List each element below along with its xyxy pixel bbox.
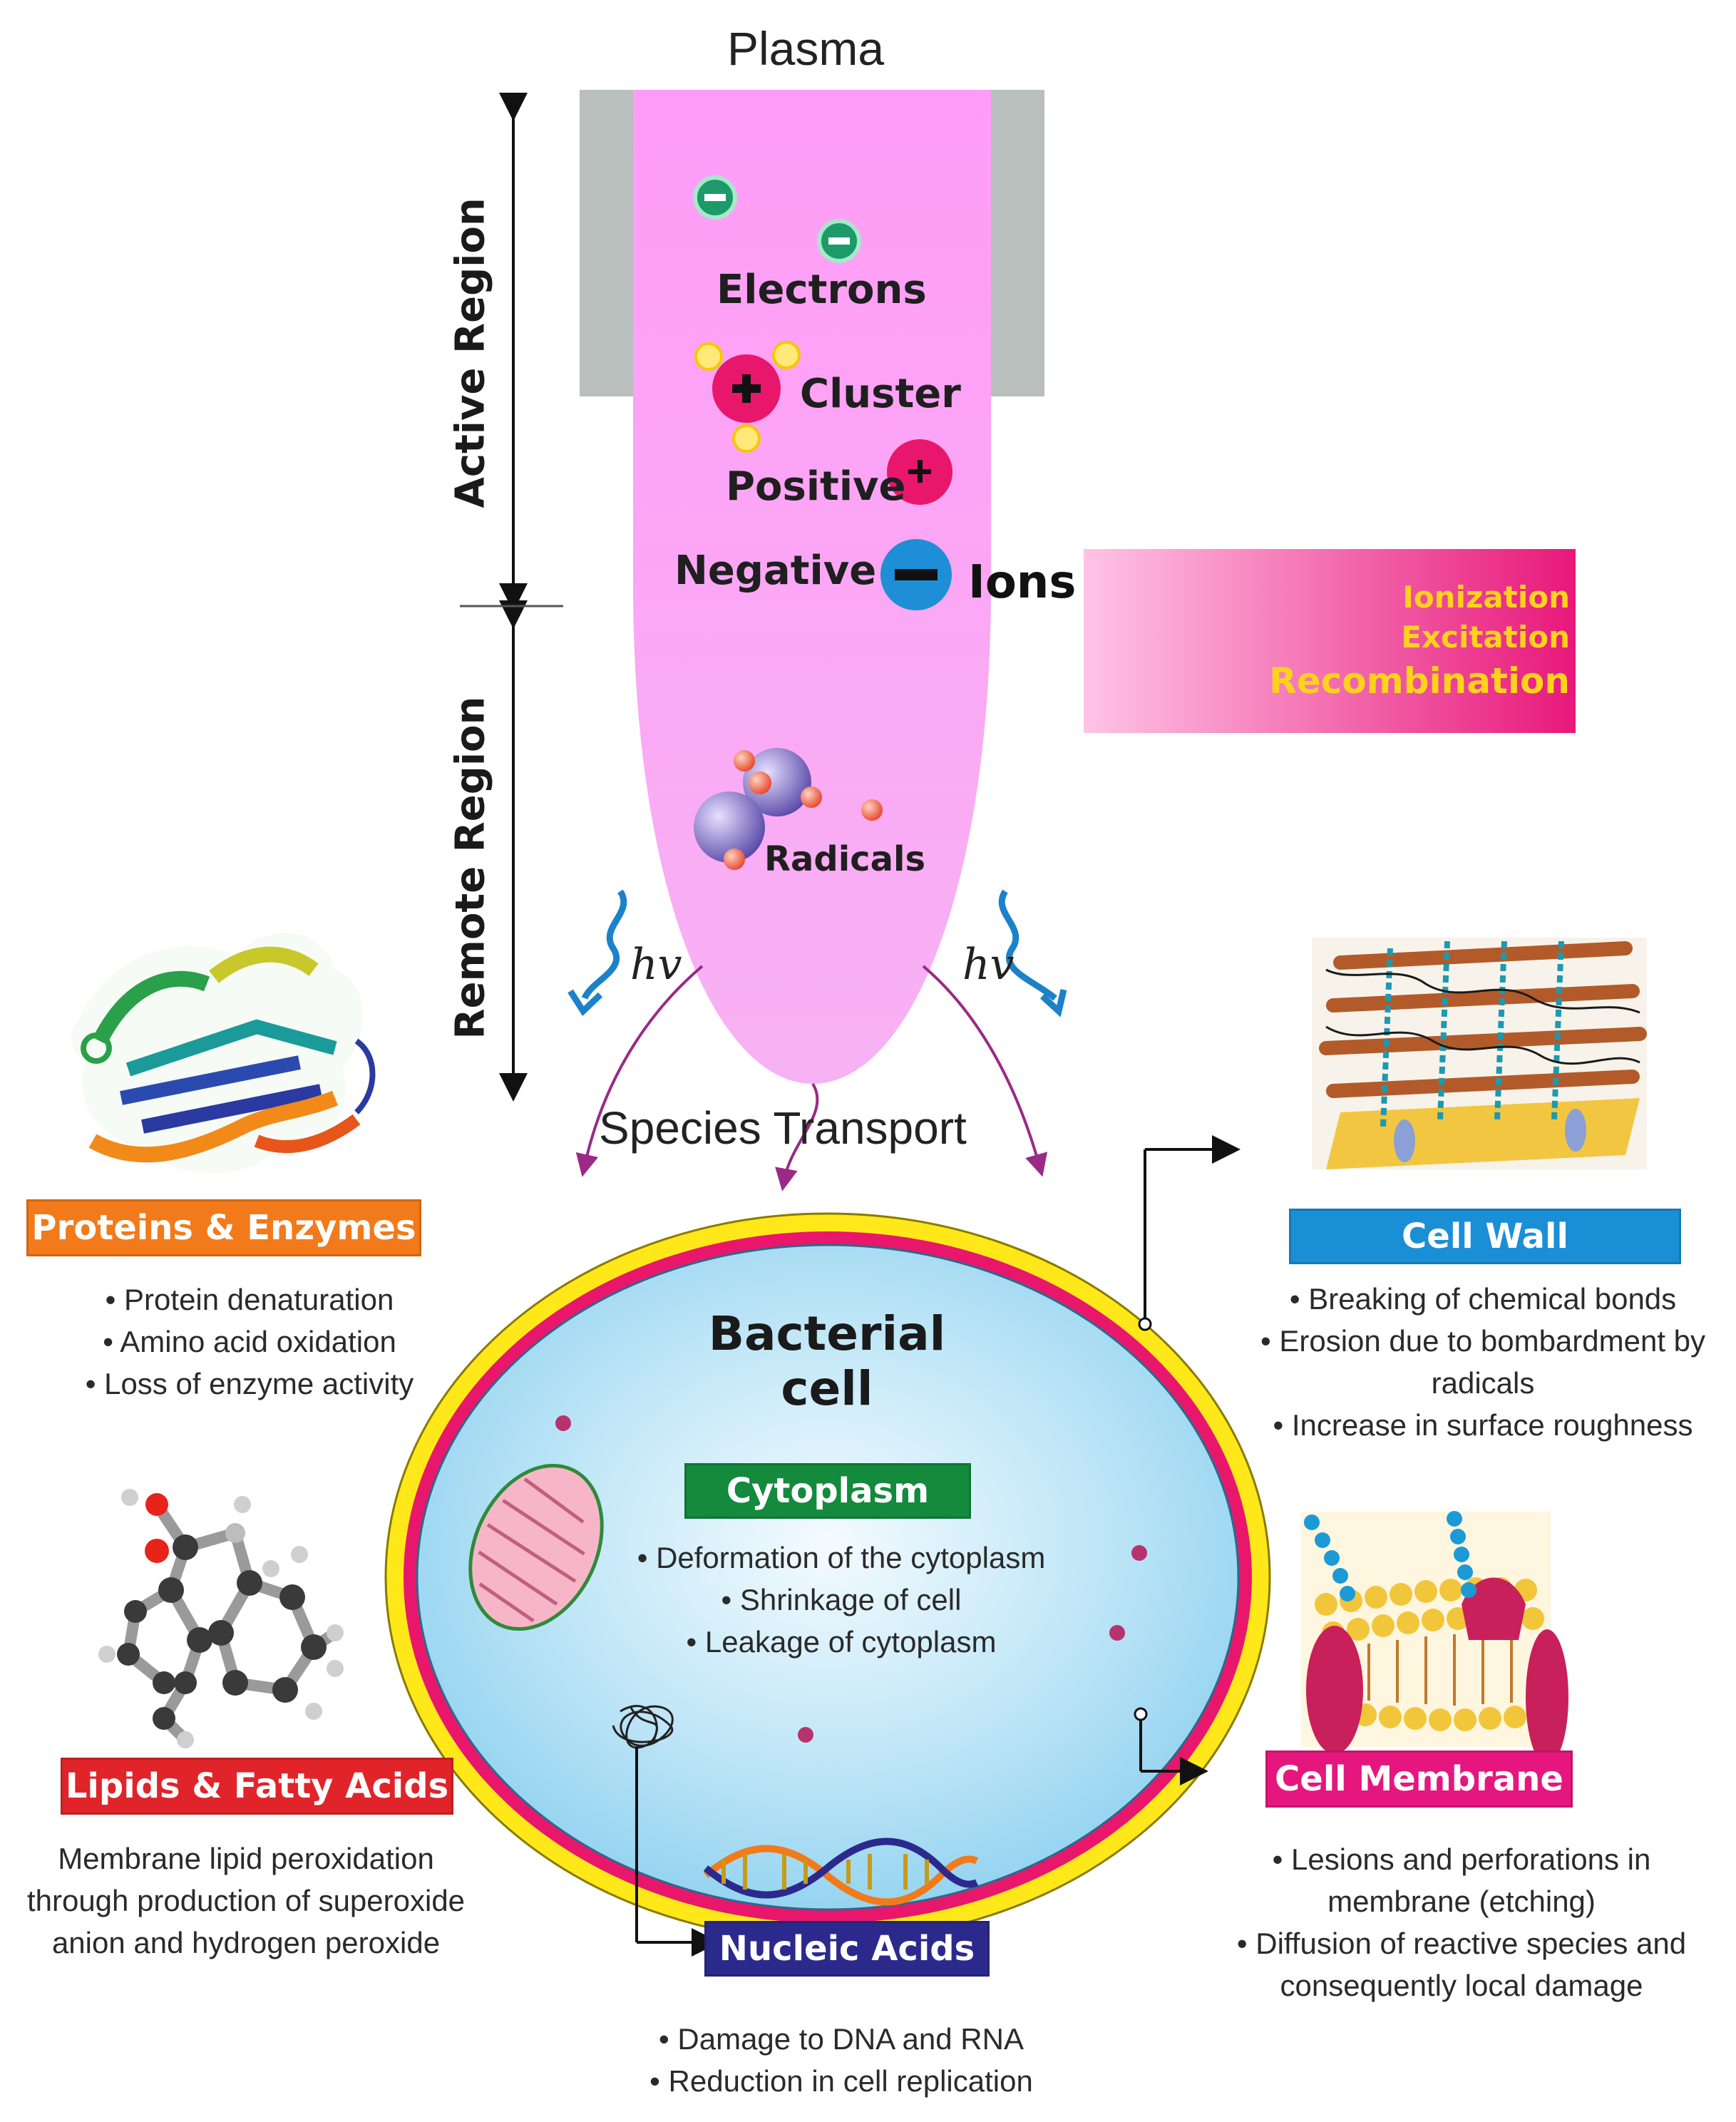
- process-box: [1084, 549, 1576, 733]
- process-ionization: Ionization: [1402, 580, 1570, 615]
- nucleic-acids-label: Nucleic Acids: [704, 1921, 990, 1977]
- protein-effect: Protein denaturation: [21, 1278, 478, 1321]
- radicals-icon: [694, 748, 883, 870]
- cell-wall-structure-icon: [1312, 938, 1647, 1169]
- cell-wall-effect: Increase in surface roughness: [1241, 1404, 1725, 1446]
- species-transport-label: Species Transport: [599, 1102, 967, 1154]
- cell-dot: [555, 1415, 571, 1431]
- hv-right-label: hv: [962, 940, 1015, 990]
- cell-dot: [798, 1727, 813, 1743]
- cytoplasm-effects: Deformation of the cytoplasm Shrinkage o…: [592, 1537, 1091, 1663]
- hv-left-label: hv: [630, 940, 682, 990]
- process-recombination: Recombination: [1269, 660, 1570, 702]
- process-excitation: Excitation: [1401, 620, 1570, 655]
- cytoplasm-effect: Shrinkage of cell: [592, 1579, 1091, 1621]
- cell-wall-effects: Breaking of chemical bonds Erosion due t…: [1241, 1278, 1725, 1446]
- lipids-line: through production of superoxide: [26, 1884, 466, 1917]
- dna-tangle-icon: [612, 1705, 674, 1749]
- cytoplasm-label: Cytoplasm: [684, 1463, 971, 1519]
- cell-membrane-effect: Diffusion of reactive species and conseq…: [1205, 1922, 1718, 2006]
- process-list: Ionization Excitation Recombination: [1084, 578, 1570, 704]
- region-arrows: [460, 93, 563, 1102]
- cell-dot: [1131, 1545, 1147, 1561]
- cytoplasm-effect: Leakage of cytoplasm: [592, 1621, 1091, 1663]
- nucleic-effect: Reduction in cell replication: [585, 2060, 1098, 2102]
- nucleic-effect: Damage to DNA and RNA: [585, 2018, 1098, 2060]
- protein-effect: Loss of enzyme activity: [21, 1363, 478, 1405]
- remote-region-label: Remote Region: [447, 696, 494, 1040]
- protein-structure-icon: [71, 932, 376, 1174]
- negative-ion-icon: [880, 539, 952, 610]
- cell-wall-label: Cell Wall: [1289, 1209, 1681, 1264]
- electron-icon: [817, 219, 861, 263]
- electron-icon: [693, 175, 737, 220]
- bacterial-cell-title: Bacterial cell: [708, 1306, 946, 1416]
- radicals-label: Radicals: [764, 839, 926, 879]
- proteins-effects: Protein denaturation Amino acid oxidatio…: [21, 1278, 478, 1405]
- protein-effect: Amino acid oxidation: [21, 1321, 478, 1363]
- lipids-line: anion and hydrogen peroxide: [51, 1926, 441, 1959]
- cluster-icon: [694, 341, 801, 453]
- cell-dot: [1109, 1625, 1125, 1641]
- lipids-label: Lipids & Fatty Acids: [61, 1758, 453, 1815]
- species-transport-arrows: [575, 965, 1048, 1191]
- positive-ion-icon: [887, 439, 952, 505]
- positive-label: Positive: [726, 463, 906, 510]
- negative-label: Negative: [674, 548, 877, 594]
- lipids-line: Membrane lipid peroxidation: [58, 1842, 434, 1875]
- electrons-label: Electrons: [717, 267, 927, 313]
- lipid-atoms: [98, 1489, 344, 1748]
- hv-right-wave: [998, 889, 1057, 1001]
- cell-membrane-effect: Lesions and perforations in membrane (et…: [1205, 1838, 1718, 1922]
- dna-helix-icon: [703, 1837, 979, 1906]
- cell-wall-effect: Erosion due to bombardment by radicals: [1241, 1320, 1725, 1404]
- cytoplasm-effect: Deformation of the cytoplasm: [592, 1537, 1091, 1579]
- cell-wall-effect: Breaking of chemical bonds: [1241, 1278, 1725, 1320]
- cell-membrane-structure-icon: [1301, 1511, 1568, 1765]
- cluster-label: Cluster: [800, 371, 961, 417]
- nucleic-effects: Damage to DNA and RNA Reduction in cell …: [585, 2018, 1098, 2102]
- hv-left-wave: [581, 889, 627, 1000]
- page-title: Plasma: [727, 22, 885, 75]
- cell-membrane-label: Cell Membrane: [1265, 1751, 1573, 1808]
- cell-membrane-effects: Lesions and perforations in membrane (et…: [1205, 1838, 1718, 2006]
- ions-label: Ions: [968, 556, 1077, 609]
- lipids-text: Membrane lipid peroxidation through prod…: [14, 1837, 478, 1964]
- proteins-label: Proteins & Enzymes: [26, 1199, 421, 1256]
- active-region-label: Active Region: [447, 198, 494, 508]
